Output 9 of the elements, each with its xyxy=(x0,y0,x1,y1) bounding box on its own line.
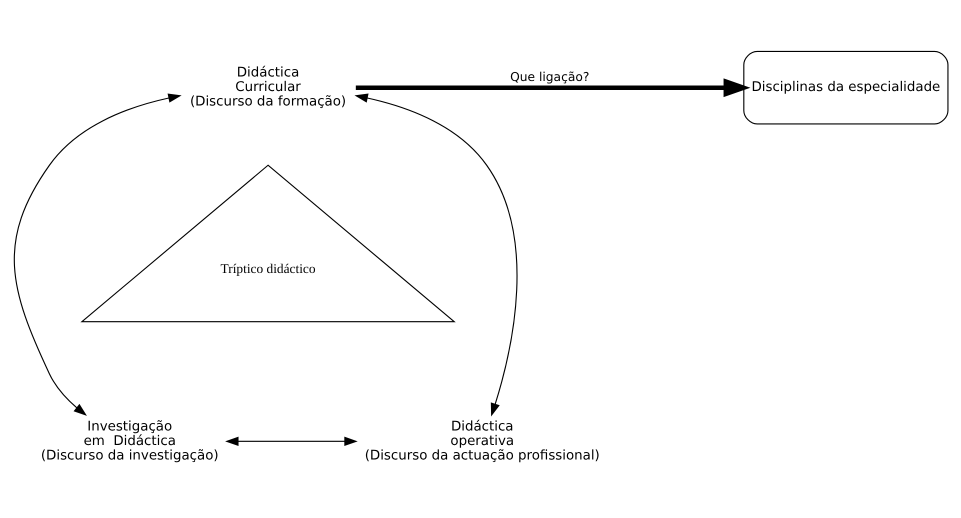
arrow xyxy=(13,92,182,416)
arrow xyxy=(355,78,750,97)
node-text: Investigação em Didáctica (Discurso da investigação) xyxy=(40,418,218,463)
arrow xyxy=(224,436,358,446)
edge-label: Que ligação? xyxy=(510,69,589,84)
node-box: Disciplinas da especialidade xyxy=(742,50,948,124)
node-text: Didáctica Curricular (Discurso da formação) xyxy=(189,65,346,110)
arrow xyxy=(354,92,517,416)
node-text: Didáctica operativa (Discurso da actuação profissional) xyxy=(364,418,600,463)
